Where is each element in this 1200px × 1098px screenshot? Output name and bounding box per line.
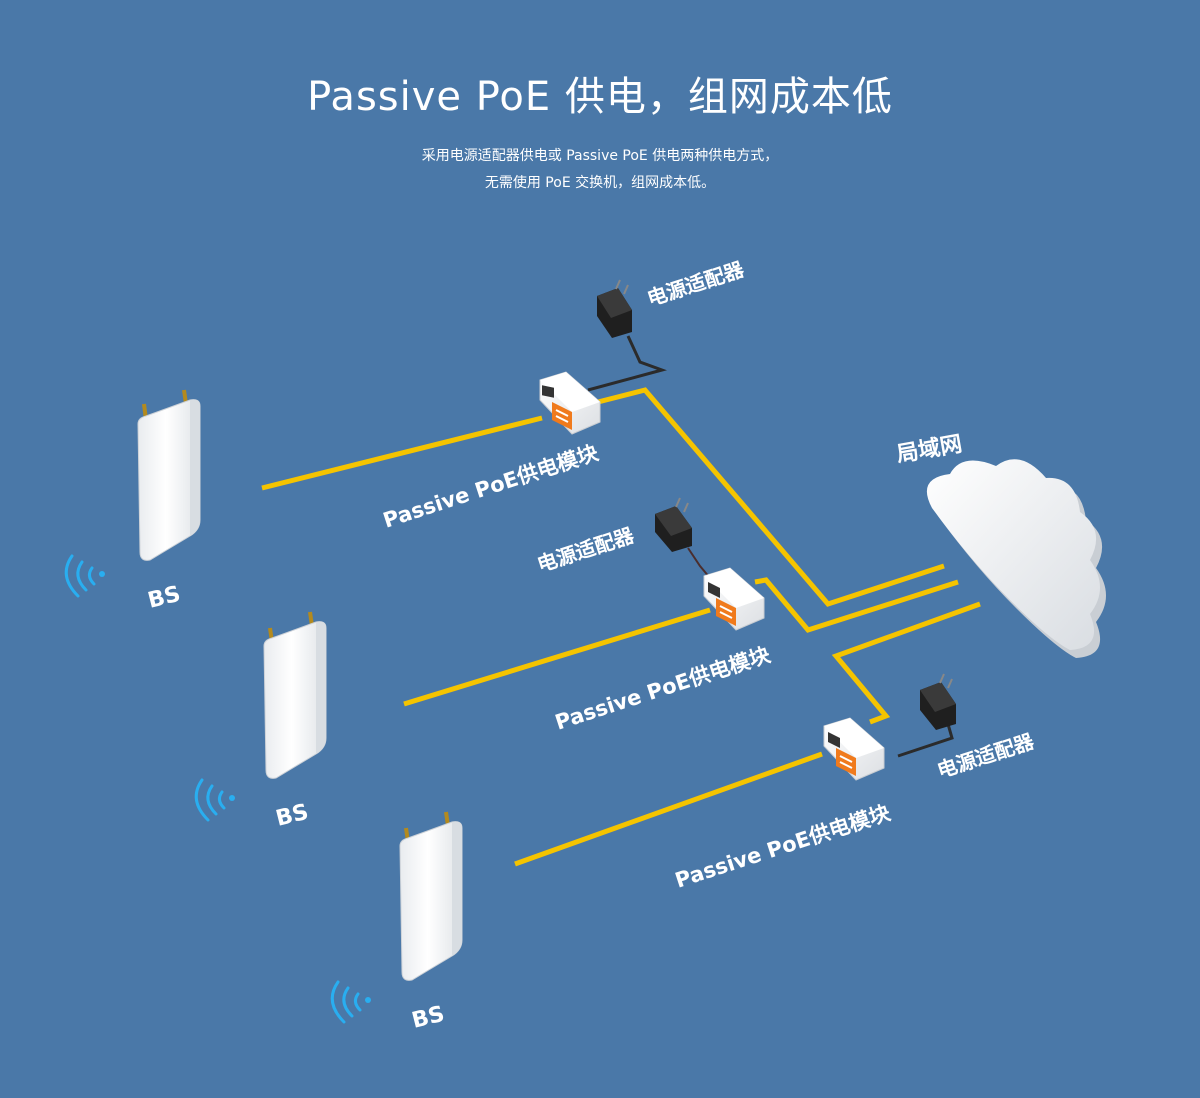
poe-module-2 — [703, 567, 765, 631]
adapter-label-3: 电源适配器 — [934, 729, 1037, 783]
lan-label: 局域网 — [895, 431, 965, 468]
adapter-prong — [947, 678, 953, 689]
cable-poe2-to-lan — [754, 577, 959, 633]
subtitle-line-1: 采用电源适配器供电或 Passive PoE 供电两种供电方式， — [421, 148, 779, 164]
adapter-prong — [615, 279, 621, 290]
cable-poe1-to-lan — [597, 387, 945, 607]
cable-bs3-to-poe3 — [514, 751, 823, 867]
lan-cloud — [926, 459, 1106, 658]
adapter-cord — [687, 547, 711, 579]
base-station-label-3: BS — [409, 1002, 447, 1034]
poe-module-label-1: Passive PoE供电模块 — [380, 440, 602, 533]
cable-bs2-to-poe2 — [403, 607, 711, 707]
poe-module-label-3: Passive PoE供电模块 — [672, 800, 894, 893]
adapter-prong — [939, 673, 945, 684]
poe-module-3 — [823, 717, 885, 781]
power-adapter-1 — [587, 279, 667, 392]
adapter-cord — [897, 723, 954, 758]
ethernet-cables — [261, 387, 981, 867]
wifi-icon — [194, 778, 235, 822]
adapter-prong — [683, 502, 689, 513]
poe-port — [552, 402, 572, 430]
base-station-label-1: BS — [145, 582, 183, 614]
base-station-label-2: BS — [273, 800, 311, 832]
poe-module-1 — [539, 371, 601, 435]
page-title: Passive PoE 供电，组网成本低 — [307, 74, 893, 120]
wifi-icon — [330, 980, 371, 1024]
wifi-icon — [64, 554, 105, 598]
poe-port — [836, 748, 856, 776]
cable-poe3-to-lan — [831, 601, 981, 725]
adapter-label-2: 电源适配器 — [534, 523, 637, 577]
adapter-label-1: 电源适配器 — [644, 257, 747, 311]
ethernet-port — [542, 385, 554, 398]
cable-bs1-to-poe1 — [261, 415, 543, 491]
base-station-3 — [399, 811, 463, 981]
cloud-shape — [926, 459, 1100, 650]
base-station-2 — [263, 611, 327, 779]
power-adapter-2 — [655, 497, 711, 579]
ethernet-port — [828, 732, 840, 748]
power-adapter-3 — [897, 673, 956, 758]
adapter-prong — [675, 497, 681, 508]
subtitle-line-2: 无需使用 PoE 交换机，组网成本低。 — [484, 175, 716, 191]
adapter-cord — [587, 335, 667, 392]
poe-port — [716, 598, 736, 626]
ethernet-port — [708, 582, 720, 598]
base-station-1 — [137, 389, 201, 561]
adapter-prong — [623, 284, 629, 295]
poe-module-label-2: Passive PoE供电模块 — [552, 642, 774, 735]
